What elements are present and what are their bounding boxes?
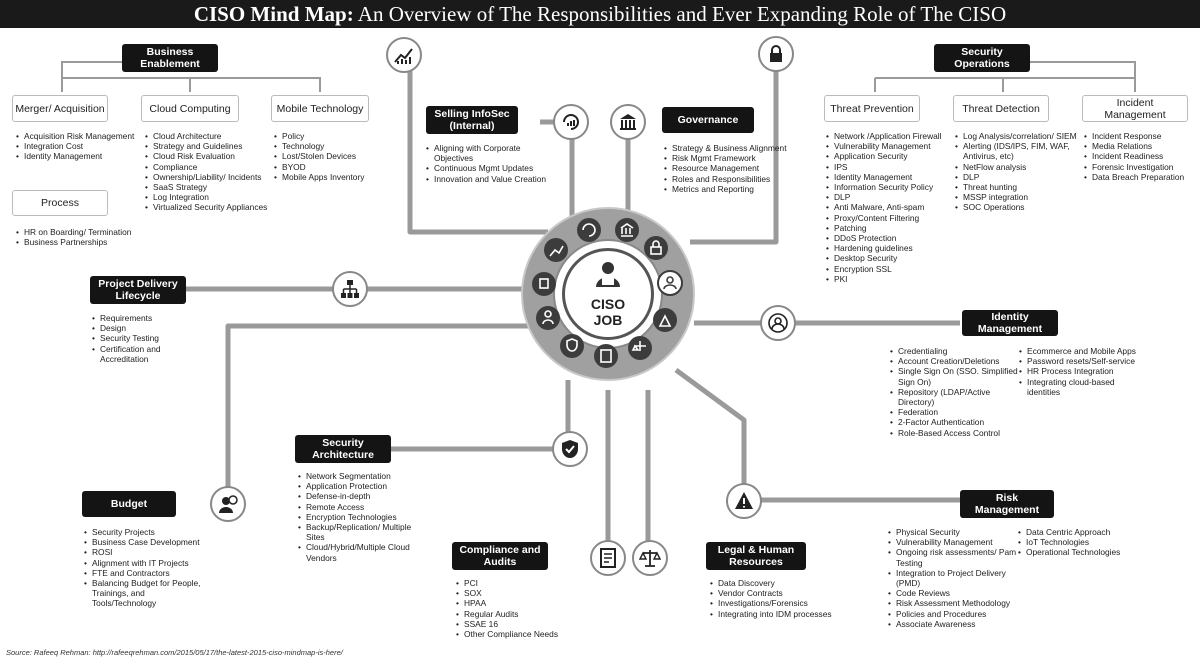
user-icon xyxy=(760,305,796,341)
mobile-technology-box: Mobile Technology xyxy=(271,95,369,122)
person-icon xyxy=(596,262,620,287)
ring-architecture-icon xyxy=(560,334,584,358)
shield-check-icon xyxy=(552,431,588,467)
ring-selling-icon xyxy=(577,218,601,242)
process-list: HR on Boarding/ Termination Business Par… xyxy=(14,227,134,248)
cloud-computing-box: Cloud Computing xyxy=(141,95,239,122)
merger-acquisition-box: Merger/ Acquisition xyxy=(12,95,108,122)
threat-detection-box: Threat Detection xyxy=(953,95,1049,122)
threat-prevention-box: Threat Prevention xyxy=(824,95,920,122)
ring-lock-icon xyxy=(644,236,668,260)
security-operations-header: Security Operations xyxy=(934,44,1030,72)
threat-detection-list: Log Analysis/correlation/ SIEM Alerting … xyxy=(953,131,1078,213)
incident-list: Incident Response Media Relations Incide… xyxy=(1082,131,1200,182)
identity-list-1: Credentialing Account Creation/Deletions… xyxy=(888,346,1023,438)
chart-growth-icon xyxy=(386,37,422,73)
ring-project-icon xyxy=(532,272,556,296)
business-enablement-header: Business Enablement xyxy=(122,44,218,72)
page-title: CISO Mind Map: An Overview of The Respon… xyxy=(0,0,1200,28)
budget-person-icon xyxy=(210,486,246,522)
security-architecture-header: Security Architecture xyxy=(295,435,391,463)
merger-list: Acquisition Risk Management Integration … xyxy=(14,131,144,162)
ciso-center: CISO JOB xyxy=(562,248,654,340)
budget-list: Security Projects Business Case Developm… xyxy=(82,527,207,609)
ring-governance-icon xyxy=(615,218,639,242)
threat-prevention-list: Network /Application Firewall Vulnerabil… xyxy=(824,131,952,284)
identity-list-2: Ecommerce and Mobile Apps Password reset… xyxy=(1017,346,1137,397)
refresh-chart-icon xyxy=(553,104,589,140)
legal-list: Data Discovery Vendor Contracts Investig… xyxy=(708,578,833,619)
architecture-list: Network Segmentation Application Protect… xyxy=(296,471,416,563)
warning-icon xyxy=(726,483,762,519)
selling-infosec-header: Selling InfoSec (Internal) xyxy=(426,106,518,134)
ring-compliance-icon xyxy=(594,344,618,368)
checklist-icon xyxy=(590,540,626,576)
cloud-list: Cloud Architecture Strategy and Guidelin… xyxy=(143,131,273,213)
bank-icon xyxy=(610,104,646,140)
scales-icon xyxy=(632,540,668,576)
risk-management-header: Risk Management xyxy=(960,490,1054,518)
project-delivery-header: Project Delivery Lifecycle xyxy=(90,276,186,304)
ring-budget-icon xyxy=(536,306,560,330)
project-list: Requirements Design Security Testing Cer… xyxy=(90,313,210,364)
risk-list-2: Data Centric Approach IoT Technologies O… xyxy=(1016,527,1144,558)
process-box: Process xyxy=(12,190,108,216)
ring-risk-icon xyxy=(653,308,677,332)
governance-header: Governance xyxy=(662,107,754,133)
incident-management-box: Incident Management xyxy=(1082,95,1188,122)
source-footer: Source: Rafeeq Rehman: http://rafeeqrehm… xyxy=(6,648,343,657)
lock-icon xyxy=(758,36,794,72)
budget-header: Budget xyxy=(82,491,176,517)
legal-hr-header: Legal & Human Resources xyxy=(706,542,806,570)
governance-list: Strategy & Business Alignment Risk Mgmt … xyxy=(662,143,787,194)
hierarchy-icon xyxy=(332,271,368,307)
compliance-list: PCI SOX HPAA Regular Audits SSAE 16 Othe… xyxy=(454,578,574,639)
mobile-list: Policy Technology Lost/Stolen Devices BY… xyxy=(272,131,392,182)
identity-management-header: Identity Management xyxy=(962,310,1058,336)
compliance-audits-header: Compliance and Audits xyxy=(452,542,548,570)
risk-list-1: Physical Security Vulnerability Manageme… xyxy=(886,527,1018,629)
selling-list: Aligning with Corporate Objectives Conti… xyxy=(424,143,552,184)
